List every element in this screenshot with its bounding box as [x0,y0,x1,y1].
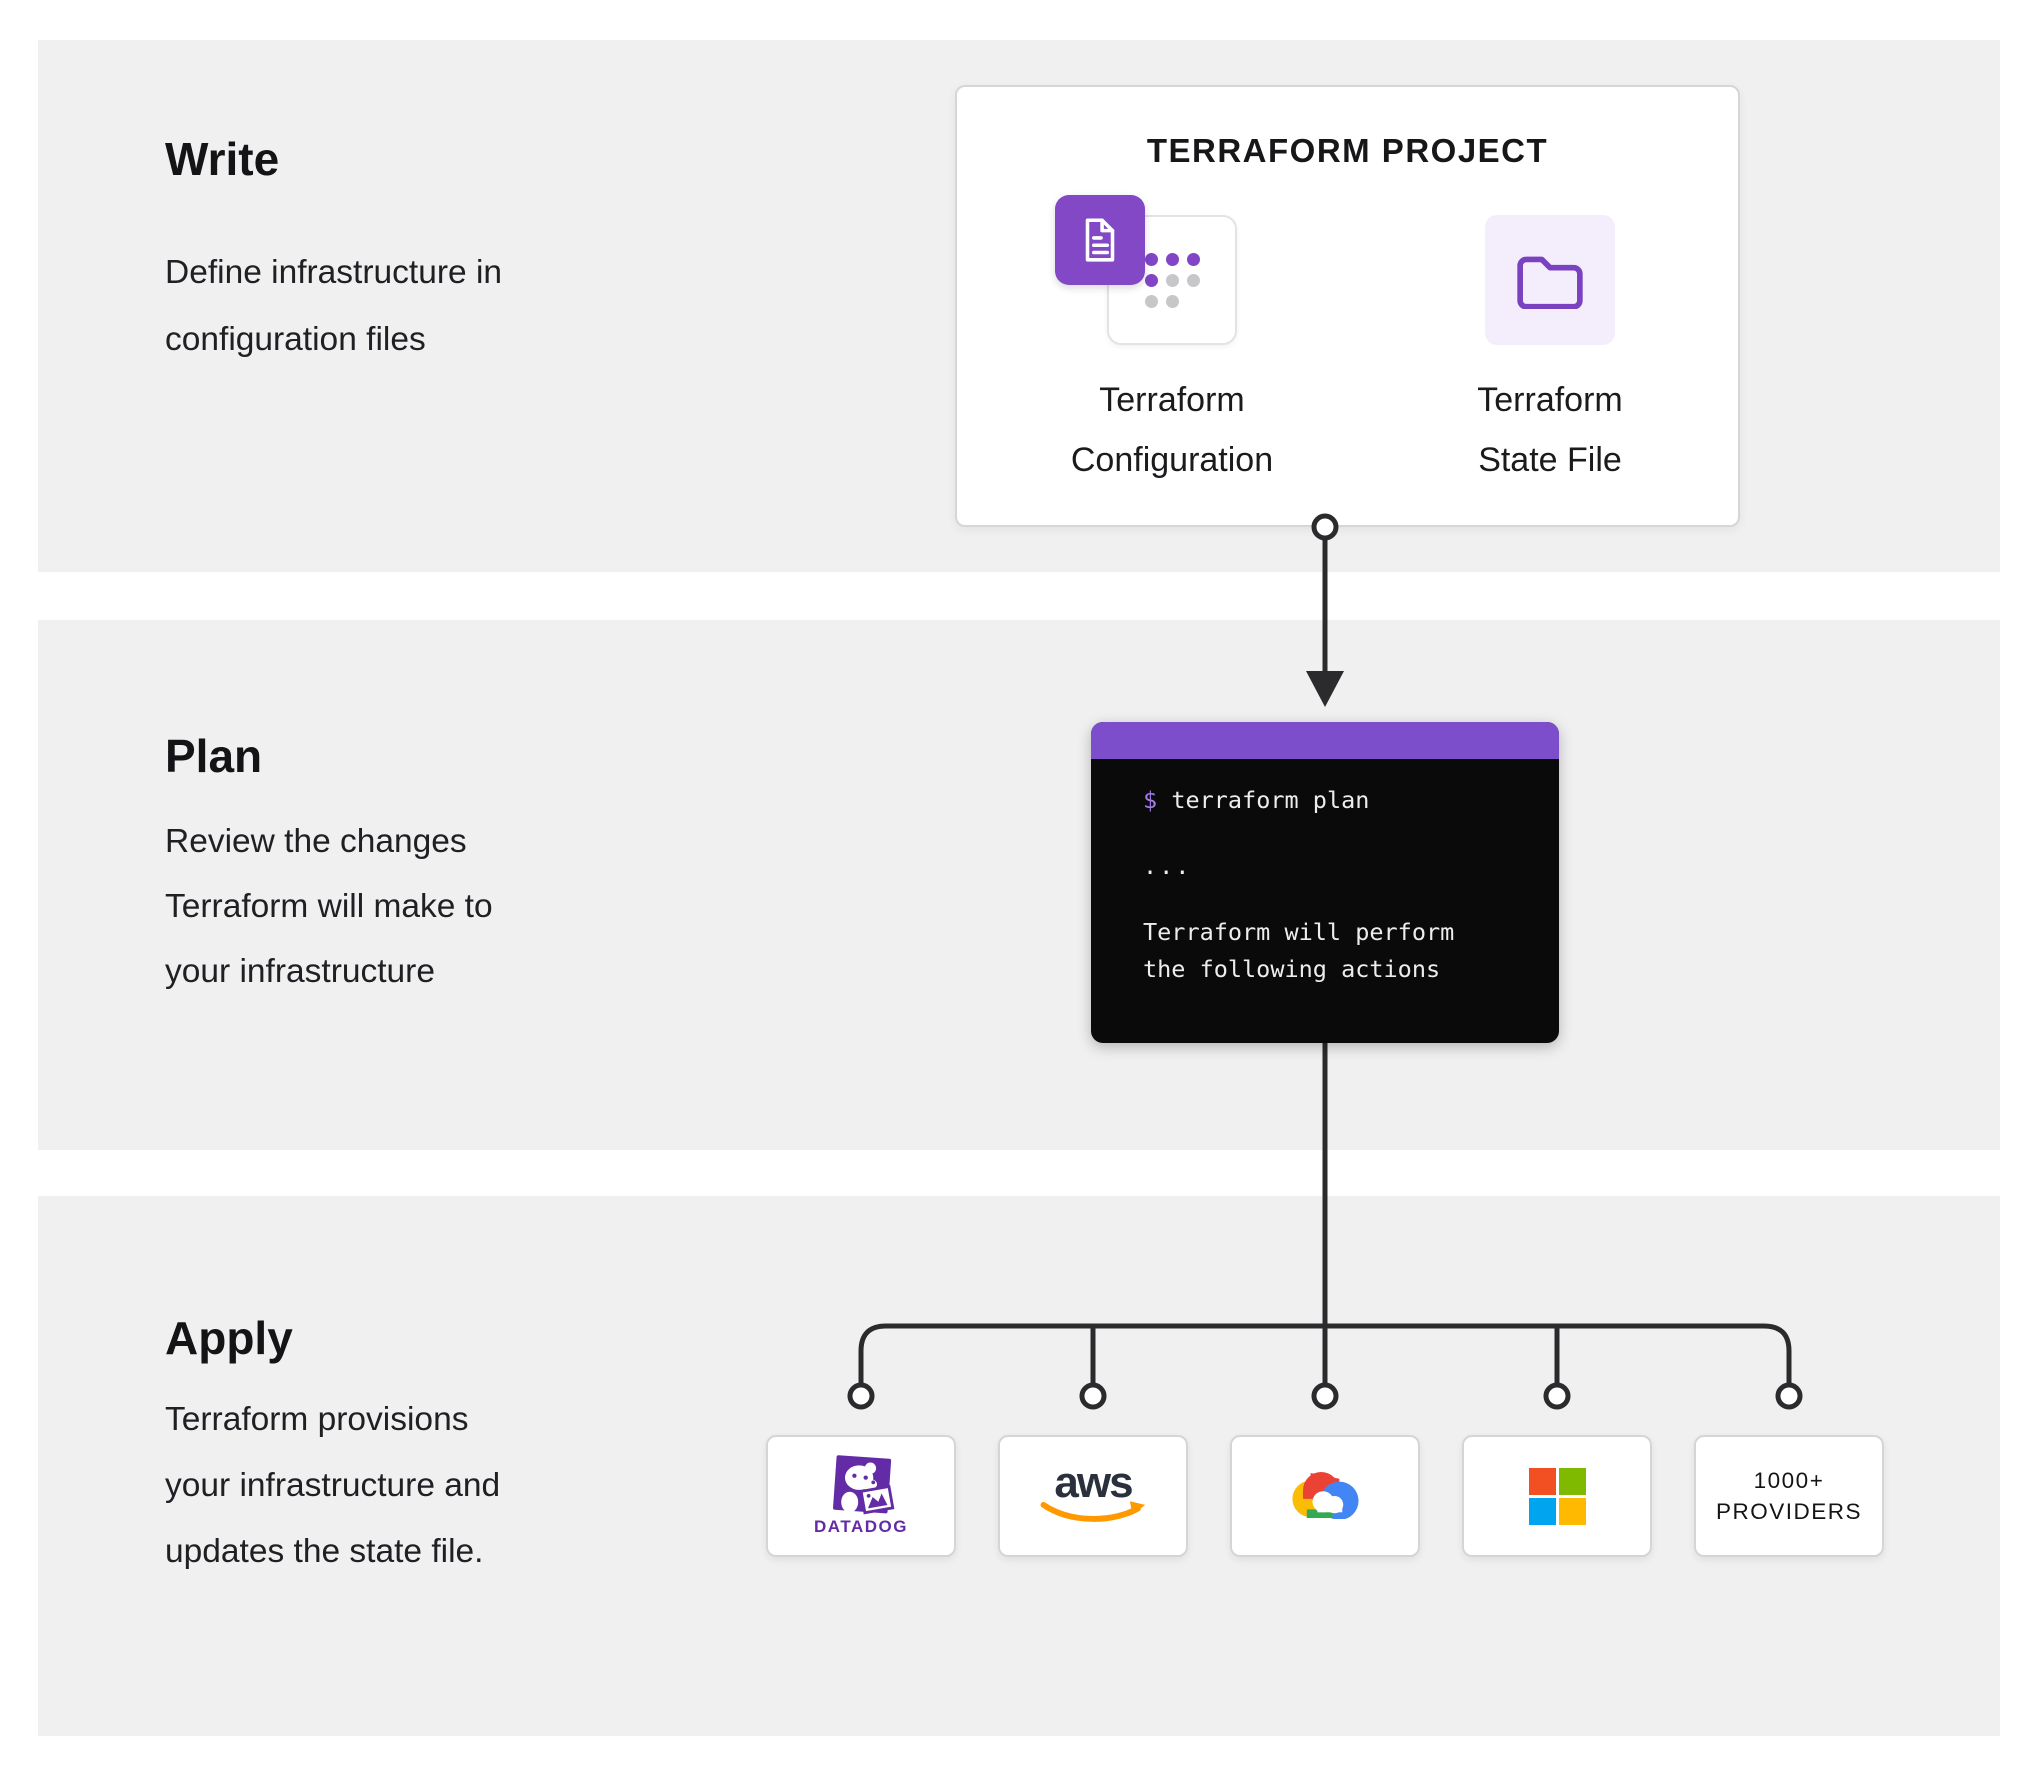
terraform-configuration-label: Terraform Configuration [972,370,1372,490]
more-providers-label: 1000+ PROVIDERS [1716,1465,1862,1527]
terminal-command-line: $ terraform plan [1143,786,1369,814]
google-cloud-logo [1279,1472,1371,1531]
apply-section-description: Terraform provisions your infrastructure… [165,1387,500,1585]
dot [1165,273,1179,287]
terraform-state-file-label: Terraform State File [1350,370,1750,490]
microsoft-logo [1528,1467,1586,1525]
dot [1144,273,1158,287]
provider-tile-google-cloud [1230,1435,1420,1557]
label-line: Terraform [1099,381,1245,419]
label-line: Configuration [1070,441,1274,479]
plan-section-panel [38,620,2000,1150]
dot [1165,252,1179,266]
dot [1186,252,1200,266]
folder-icon [1517,256,1583,309]
datadog-wordmark: DATADOG [814,1517,908,1536]
plan-section-description: Review the changes Terraform will make t… [165,809,493,1004]
write-description-line: configuration files [165,321,426,358]
provider-tile-microsoft [1462,1435,1652,1557]
terraform-project-card: TERRAFORM PROJECT [955,85,1740,527]
datadog-logo [833,1455,895,1515]
terraform-project-card-title: TERRAFORM PROJECT [1146,132,1549,169]
terminal-command: terraform plan [1171,786,1370,814]
terminal-output-line: the following actions [1143,955,1441,983]
terraform-configuration-tile [1055,195,1145,285]
terminal-prompt: $ [1143,786,1158,814]
label-line: Terraform [1477,381,1623,419]
terraform-state-file-tile [1485,215,1615,345]
terminal-title-bar [1091,722,1559,759]
apply-description-line: your infrastructure and [165,1467,501,1504]
dot [1186,273,1200,287]
dot [1187,295,1200,308]
provider-tile-more-providers: 1000+ PROVIDERS [1694,1435,1884,1557]
aws-smile-arrow-icon [1040,1501,1146,1522]
dot [1165,294,1179,308]
plan-section-title: Plan [165,730,263,782]
plan-description-line: your infrastructure [165,953,435,990]
apply-description-line: Terraform provisions [165,1401,469,1438]
write-section-description: Define infrastructure in configuration f… [165,239,502,373]
terminal-output-line: Terraform will perform [1143,918,1455,946]
write-description-line: Define infrastructure in [165,254,503,291]
dots-grid-icon [1144,252,1200,308]
document-icon [1085,218,1115,262]
apply-description-line: updates the state file. [165,1533,484,1570]
apply-section-title: Apply [165,1312,293,1364]
plan-description-line: Terraform will make to [165,888,493,925]
terminal-ellipsis: ... [1143,852,1192,880]
aws-wordmark: aws [1054,1458,1133,1507]
terraform-plan-terminal: $ terraform plan ... Terraform will perf… [1091,722,1559,1043]
write-section-title: Write [165,133,280,185]
provider-tile-datadog: DATADOG [766,1435,956,1557]
provider-tile-aws: aws [998,1435,1188,1557]
label-line: PROVIDERS [1715,1499,1863,1524]
dot [1144,252,1158,266]
dot [1144,294,1158,308]
label-line: 1000+ [1753,1468,1825,1493]
label-line: State File [1478,441,1622,479]
plan-description-line: Review the changes [165,823,467,860]
